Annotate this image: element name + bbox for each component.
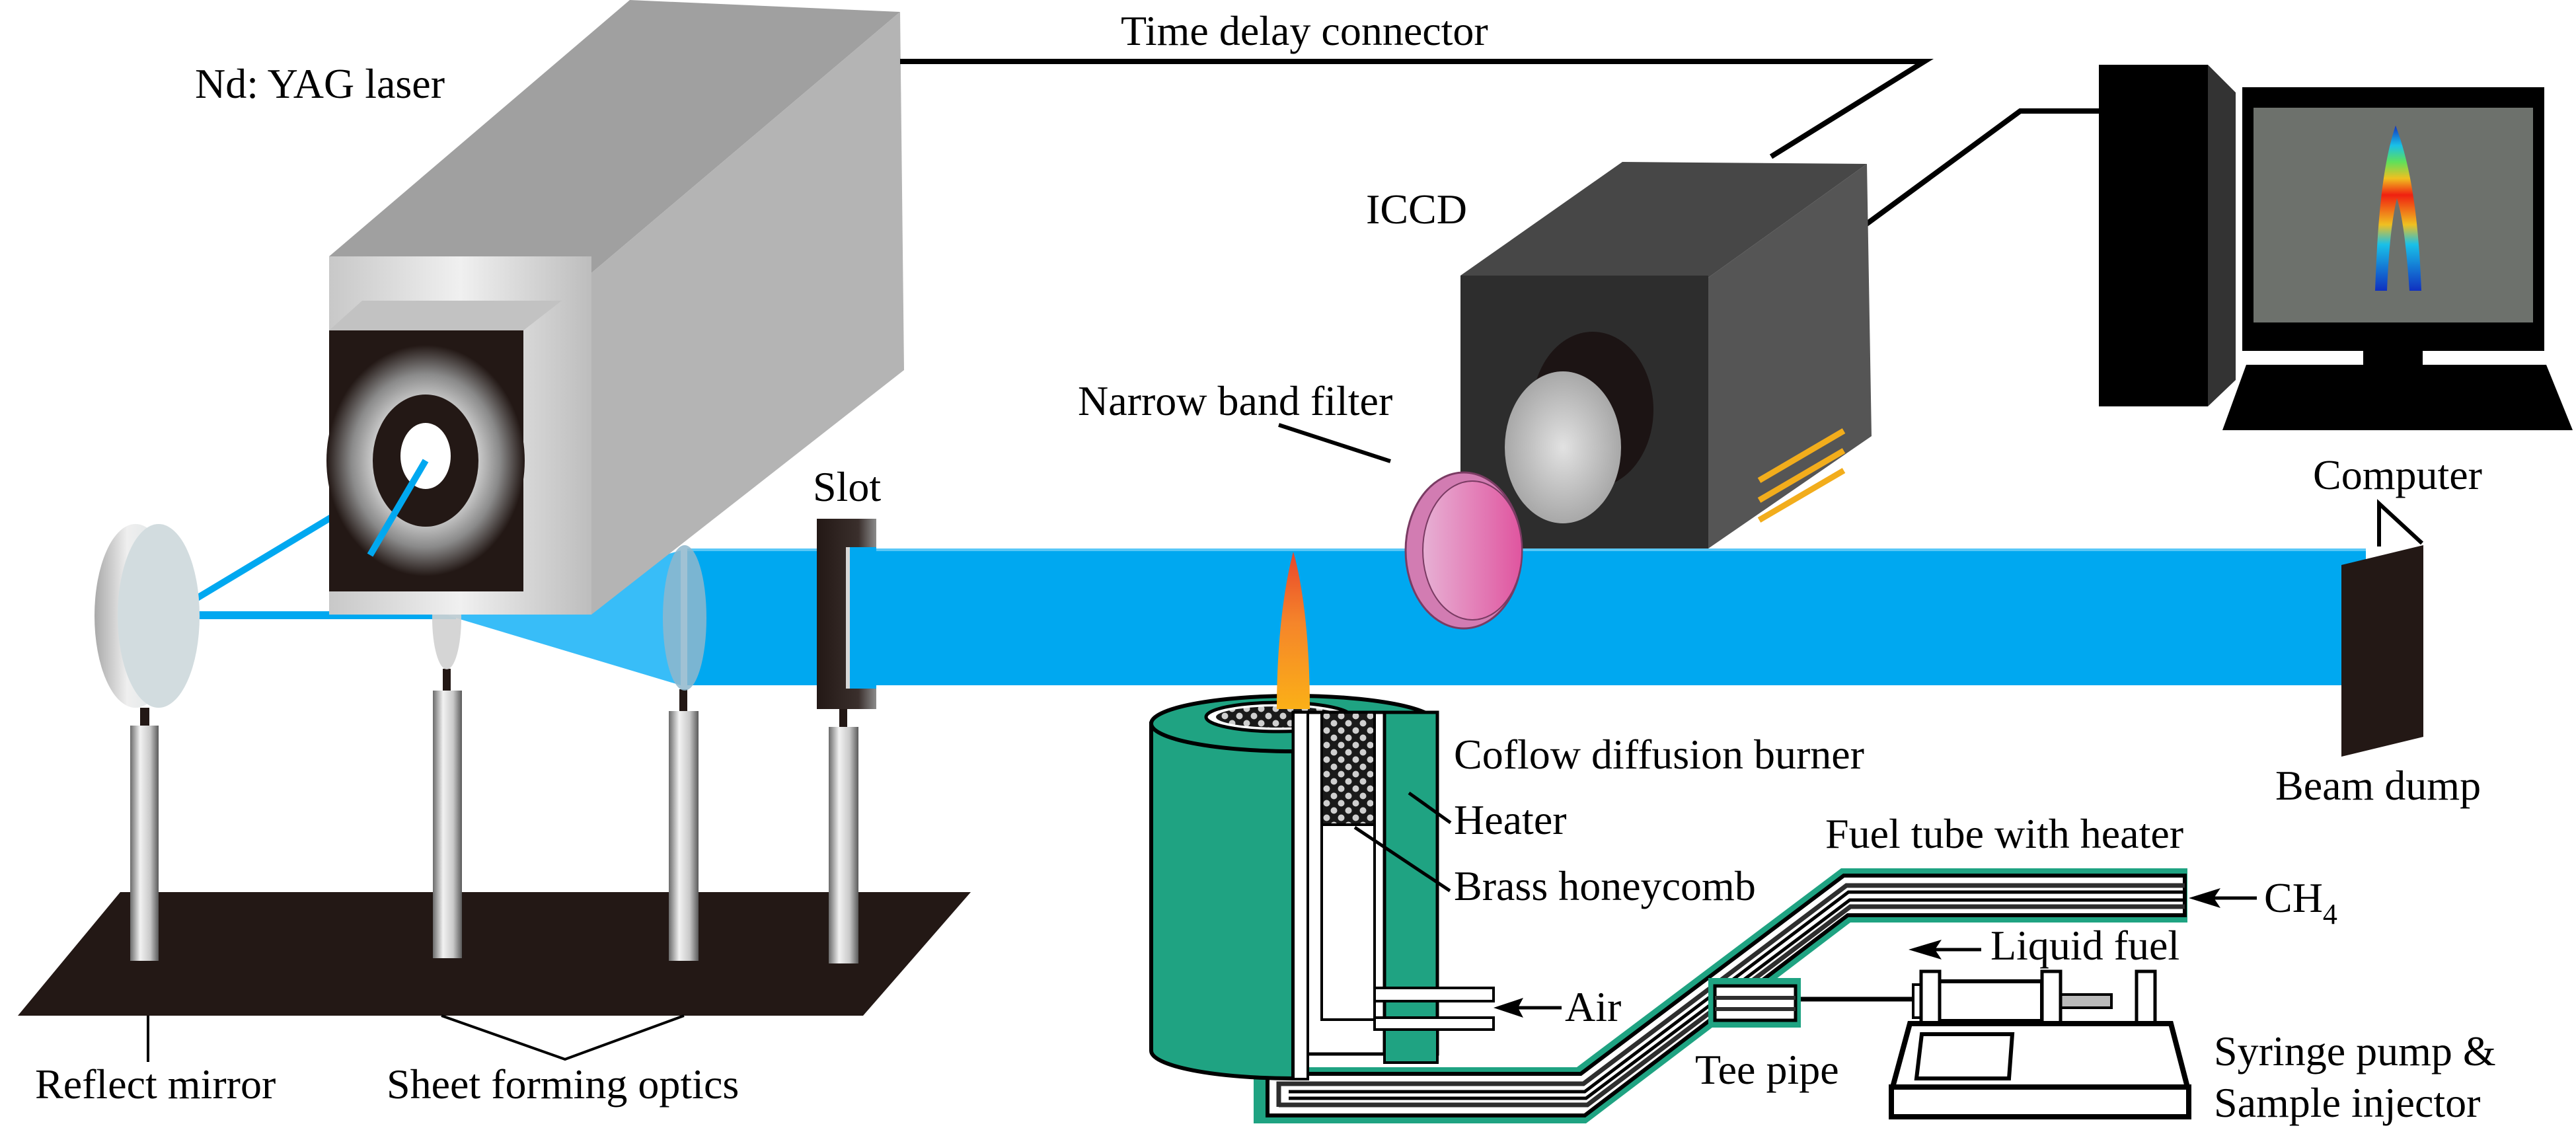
label-computer: Computer (2313, 451, 2482, 498)
computer (2099, 65, 2573, 430)
computer-connector-line (1864, 108, 2099, 227)
label-leaders (147, 1014, 685, 1062)
label-reflect-mirror: Reflect mirror (35, 1061, 276, 1108)
cylindrical-lens (432, 566, 462, 958)
label-slot: Slot (813, 463, 881, 510)
air-arrow-icon (1494, 998, 1562, 1018)
laser-sheet (687, 548, 2366, 685)
syringe-pump (1801, 969, 2191, 1119)
spherical-lens (663, 545, 706, 961)
iccd-lens (1505, 371, 1621, 523)
optical-table (18, 892, 971, 1016)
label-air: Air (1565, 983, 1621, 1030)
slot (817, 519, 876, 963)
laser-beam (167, 457, 2366, 685)
iccd-vent-icon (1757, 428, 1846, 523)
computer-tower (2099, 65, 2208, 406)
time-delay-connector-line (900, 59, 2099, 227)
label-syringe-1: Syringe pump & (2214, 1028, 2496, 1074)
label-time-delay: Time delay connector (1121, 7, 1488, 54)
keyboard (2222, 365, 2573, 430)
label-heater: Heater (1454, 796, 1567, 843)
label-syringe-2: Sample injector (2214, 1079, 2480, 1126)
tee-pipe (1708, 978, 1801, 1028)
flame (1277, 552, 1310, 709)
nd-yag-laser (326, 0, 904, 615)
coflow-diffusion-burner (1149, 552, 1495, 1081)
flow-arrows (1494, 888, 2257, 1018)
narrow-band-filter (1278, 423, 1523, 630)
liquid-fuel-arrow-icon (1909, 940, 1981, 960)
labels: Nd: YAG laser Time delay connector ICCD … (35, 7, 2496, 1126)
brass-honeycomb (1320, 711, 1376, 826)
reflect-mirror (95, 524, 200, 961)
label-fuel-tube: Fuel tube with heater (1825, 810, 2183, 857)
label-liquid-fuel: Liquid fuel (1990, 922, 2179, 969)
label-sheet-optics: Sheet forming optics (387, 1061, 739, 1108)
label-ch4: CH4 (2264, 874, 2337, 930)
beam-dump (2341, 499, 2424, 757)
label-tee-pipe: Tee pipe (1695, 1046, 1839, 1093)
fuel-tube-with-heater (1254, 868, 2187, 1123)
label-laser: Nd: YAG laser (195, 60, 445, 107)
label-burner: Coflow diffusion burner (1454, 731, 1864, 778)
label-honeycomb: Brass honeycomb (1454, 862, 1756, 909)
label-iccd: ICCD (1366, 186, 1467, 233)
label-filter: Narrow band filter (1078, 377, 1392, 424)
flame-image-icon (2375, 126, 2421, 291)
ch4-arrow-icon (2189, 888, 2257, 908)
label-beam-dump: Beam dump (2275, 762, 2481, 809)
iccd-camera (1460, 162, 1872, 548)
